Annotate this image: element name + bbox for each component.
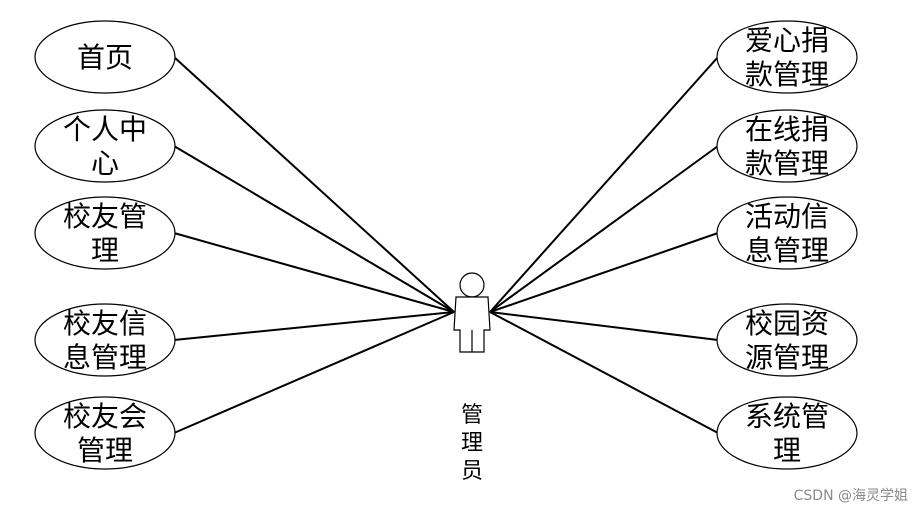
use-case-label-line: 校园资 [745,307,829,340]
use-case-ellipse [716,196,858,270]
use-case-ellipse [34,109,176,183]
association-lines [173,56,719,434]
use-case-label-line: 校友会 [63,400,147,433]
use-case-ellipse [716,396,858,470]
use-case-label-line: 息管理 [745,234,829,267]
association-line-left-3 [173,232,455,313]
use-cases: 首页个人中心校友管理校友信息管理校友会管理爱心捐款管理在线捐款管理活动信息管理校… [34,20,858,470]
use-case-label-line: 校友管 [63,200,147,233]
use-case-ellipse [716,109,858,183]
use-case-left-1: 首页 [34,20,176,94]
use-case-label-line: 息管理 [63,341,147,374]
association-line-right-3 [489,232,719,313]
use-case-label-line: 款管理 [745,147,829,180]
association-line-left-4 [173,311,455,341]
use-case-ellipse [34,20,176,94]
association-line-right-4 [489,311,719,341]
use-case-label-line: 首页 [77,41,133,74]
use-case-label-line: 心 [91,147,119,180]
use-case-ellipse [34,396,176,470]
use-case-label-line: 源管理 [745,341,829,374]
use-case-label-line: 在线捐 [745,113,829,146]
use-case-label-line: 管理 [77,434,133,467]
use-case-label-line: 校友信 [63,307,147,340]
actor-label-line-1: 管 [461,403,483,428]
use-case-ellipse [34,196,176,270]
association-line-right-5 [489,311,719,434]
use-case-label-line: 活动信 [745,200,829,233]
use-case-label-line: 款管理 [745,58,829,91]
use-case-label-line: 理 [91,234,119,267]
association-line-right-2 [489,145,719,313]
use-case-label-line: 系统管 [745,400,829,433]
use-case-label-line: 爱心捐 [745,24,829,57]
use-case-label-line: 理 [773,434,801,467]
use-case-ellipse [716,303,858,377]
use-case-ellipse [716,20,858,94]
association-line-left-1 [173,56,455,313]
association-line-left-5 [173,311,455,434]
use-case-ellipse [34,303,176,377]
actor-admin: 管 理 员 [453,272,491,484]
watermark: CSDN @海灵学姐 [794,488,908,504]
use-case-label-line: 个人中 [63,113,147,146]
actor-label-line-3: 员 [461,459,483,484]
actor-label-line-2: 理 [461,431,483,456]
association-line-left-2 [173,145,455,313]
association-line-right-1 [489,56,719,313]
actor-head [459,272,485,298]
actor-body [453,296,491,353]
